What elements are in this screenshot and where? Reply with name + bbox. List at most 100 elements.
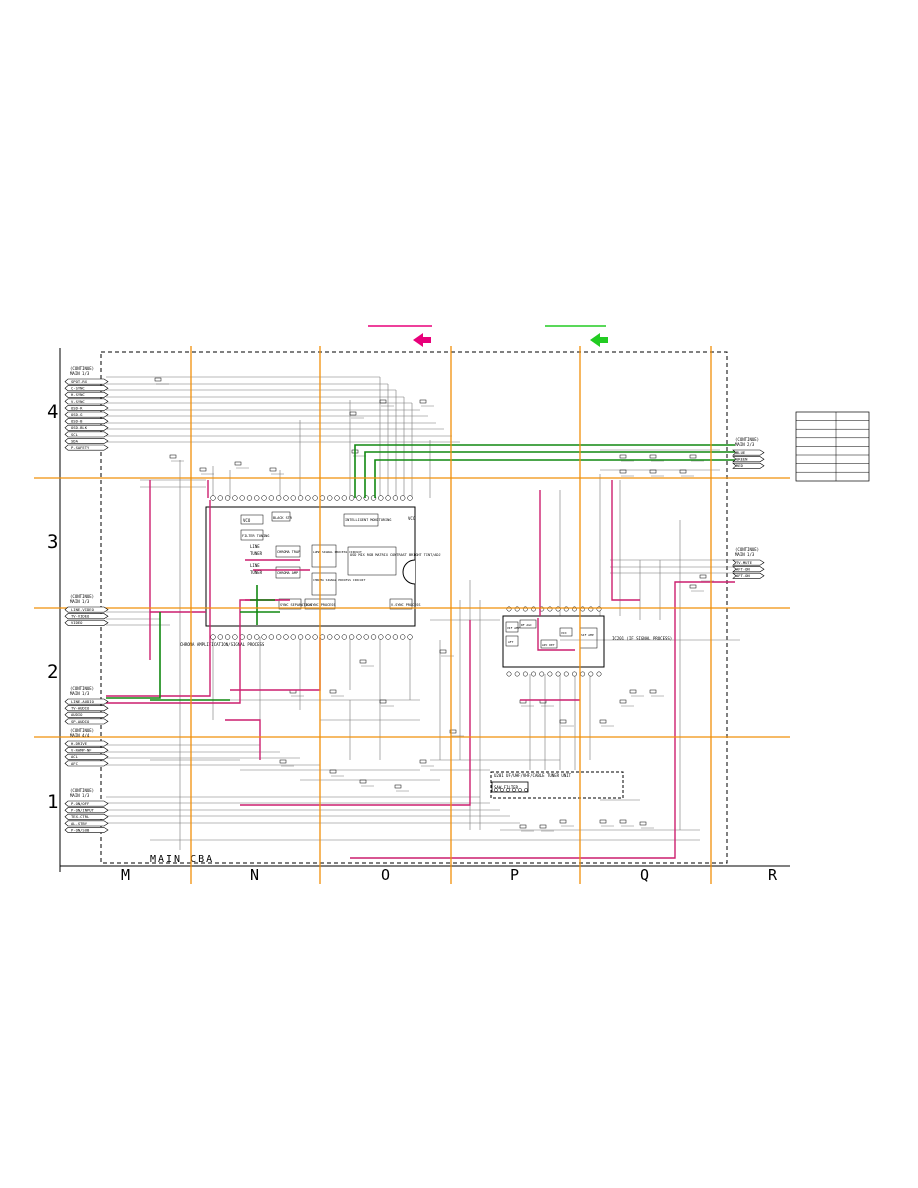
block-filter-tuning: [240, 529, 264, 541]
component: [649, 469, 657, 474]
wiring: [106, 376, 740, 850]
connector-pin: [64, 606, 109, 613]
block-chroma-process: [311, 572, 337, 596]
connector-pin-label: P-ON/OFF: [71, 801, 90, 806]
ic-if-pin: [514, 671, 520, 677]
connector-pin-label: AFC: [71, 761, 78, 766]
ic-main-pin: [239, 495, 245, 501]
ic-main-pin: [319, 634, 326, 640]
connector-pin: [64, 418, 109, 425]
ic-main-pin: [392, 495, 399, 501]
component: [689, 454, 697, 459]
pink-path-segment: [106, 599, 278, 704]
connector-pin: [64, 800, 109, 807]
connector-sub: MAIN 1/3: [735, 552, 755, 557]
ic-main-pin: [400, 634, 406, 640]
ic-if-pin: [563, 671, 569, 677]
connector-pin-label: OSD-R: [71, 405, 83, 410]
component: [379, 699, 387, 704]
block-vco-label: VCO: [243, 518, 251, 523]
component: [199, 467, 207, 472]
sw-line-1: LINE: [250, 544, 260, 549]
ic-main: VCO FILTER TUNING CHROMA TRAP LUMA SIGNA…: [205, 495, 441, 640]
connector-pin-label: RED: [736, 463, 744, 468]
connector-pin: [64, 619, 109, 626]
connector-sub: MAIN 4/4: [70, 733, 90, 738]
col-label-Q: Q: [640, 866, 649, 884]
component: [379, 399, 387, 404]
ic-if-pin: [539, 671, 545, 677]
connector-pin-label: AFT-ON: [736, 573, 750, 578]
component: [359, 659, 367, 664]
connector-header: (CONTINUE): [70, 594, 94, 599]
ic-main-pin: [224, 634, 231, 640]
connector-pin: [64, 718, 109, 725]
tuner-pin: [524, 788, 528, 792]
connector-pin-label: GREEN: [736, 457, 748, 462]
ic-main-pin: [327, 495, 333, 501]
connector-pin: [732, 572, 765, 579]
connector-pin-label: OSD-G: [71, 412, 83, 417]
connector-header: (CONTINUE): [70, 366, 94, 371]
connector-pin: [732, 462, 765, 469]
ic-main-pin: [363, 634, 369, 640]
ic-main-pin: [276, 495, 282, 501]
connector-pin-label: TV-AUDIO: [71, 706, 90, 711]
ic-main-vcc-label: VCC: [408, 516, 416, 521]
block-chroma-trap-label: CHROMA TRAP: [277, 550, 300, 554]
green-path-segment: [106, 612, 161, 699]
connector-pin: [64, 424, 109, 431]
connector-pin: [64, 698, 109, 705]
component: [689, 584, 697, 589]
ic-if: VIF AMP AFT APC DET SIF AMP VCO RF AGC I…: [502, 606, 672, 677]
connector-pin: [64, 613, 109, 620]
row-label-4: 4: [47, 401, 58, 423]
ic-main-pin: [297, 634, 304, 640]
grid-lines: [34, 346, 790, 884]
pink-path-segment: [240, 620, 471, 806]
component: [359, 779, 367, 784]
board-label: MAIN CBA: [150, 854, 214, 865]
block-vsync-label: V-SYNC PROCESS: [391, 603, 421, 607]
connector-pin-label: LINE-AUDIO: [71, 699, 95, 704]
component: [629, 689, 637, 694]
connector-sub: MAIN 1/3: [70, 691, 90, 696]
component: [234, 461, 242, 466]
pink-path-segment: [350, 581, 735, 859]
connector-pin: [64, 411, 109, 418]
connector-pin-label: V-SYNC: [71, 399, 85, 404]
connector-pin: [64, 705, 109, 712]
ic-if-pin: [588, 671, 594, 677]
connector-pin: [732, 559, 765, 566]
connector-pin: [64, 740, 109, 747]
legend-pink-arrow-icon: [413, 333, 431, 347]
connector-pin: [64, 820, 109, 827]
connector-pin-label: C-SYNC: [71, 386, 85, 391]
connector-pin: [64, 807, 109, 814]
block-chroma-process-label: CHROMA SIGNAL PROCESS CIRCUIT: [313, 578, 366, 582]
pink-path-segment: [537, 618, 575, 651]
block-osd-mix: [347, 546, 397, 576]
tuner-pin: [500, 788, 504, 792]
connector-sub: MAIN 2/3: [735, 442, 755, 447]
saw-filter: [491, 781, 529, 793]
sw-line-2: LINE: [250, 563, 260, 568]
connector-pin: [64, 438, 109, 444]
component: [619, 699, 627, 704]
component: [539, 824, 547, 829]
block-intelligent: [343, 513, 379, 527]
ic-main-pin: [327, 634, 333, 640]
connector-pin-label: SP-AUDIO: [71, 719, 90, 724]
block-chroma-trap: [275, 545, 301, 558]
col-label-M: M: [121, 866, 130, 884]
connector-group-left-1: (CONTINUE)MAIN 1/3LINE-VIDEOTV-VIDEOVIDE…: [64, 594, 109, 626]
ic-main-pin: [378, 495, 384, 501]
row-label-1: 1: [47, 791, 58, 813]
connector-pin: [64, 813, 109, 820]
component: [599, 719, 607, 724]
ic-main-pin: [246, 495, 253, 501]
sw-tuner-1: TUNER: [250, 551, 263, 556]
